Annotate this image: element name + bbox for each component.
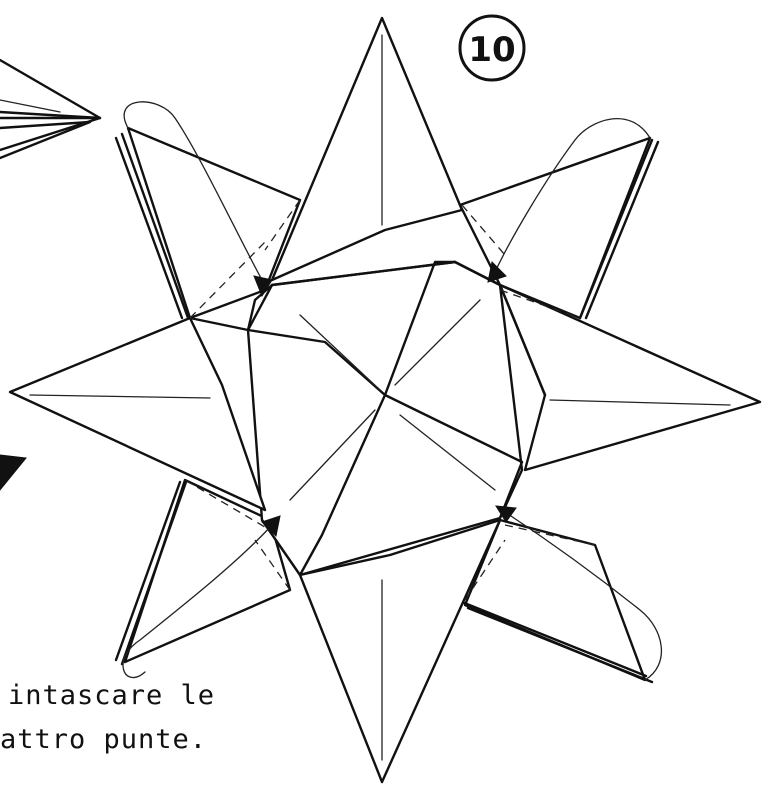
caption-line-1: intascare le xyxy=(8,680,215,711)
step-number-badge: 10 xyxy=(460,16,524,80)
instruction-caption: intascare le attro punte. xyxy=(0,680,215,755)
point-top xyxy=(272,18,462,280)
point-left xyxy=(10,318,265,510)
left-arrow-tip xyxy=(0,455,26,490)
caption-line-2: attro punte. xyxy=(0,724,207,755)
back-point-bottom-right xyxy=(462,520,652,682)
previous-step-fragment xyxy=(0,60,100,158)
step-number: 10 xyxy=(468,30,515,70)
